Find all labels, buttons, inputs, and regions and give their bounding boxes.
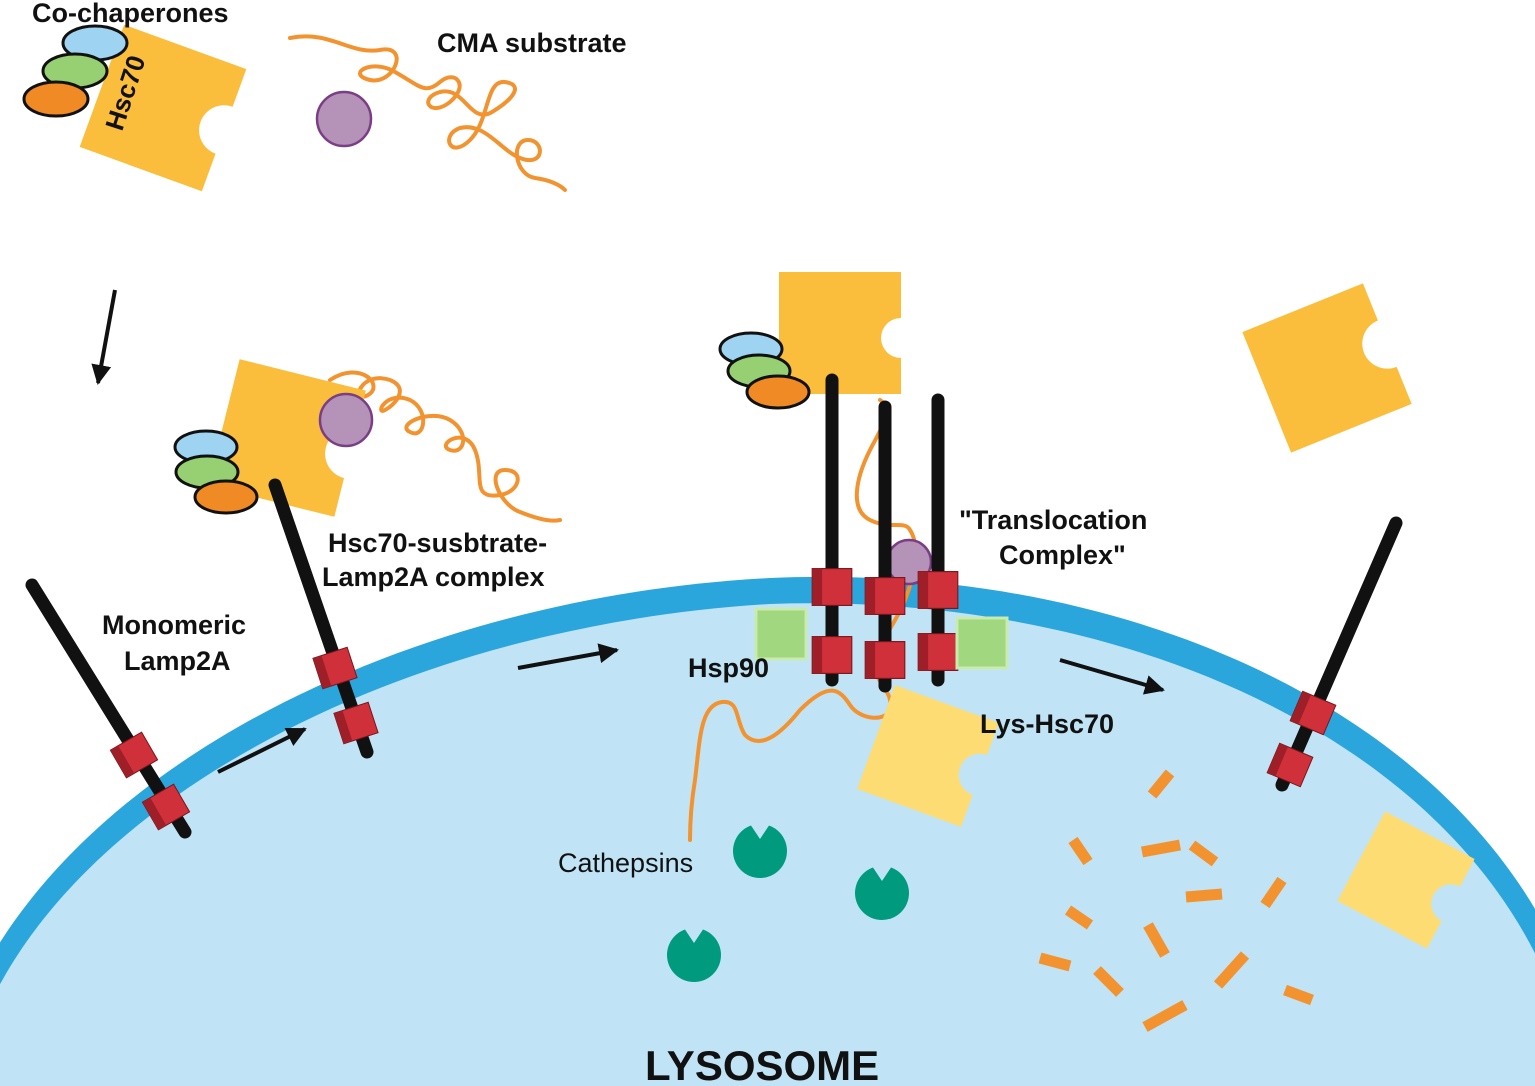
hsc70-substrate-complex [173, 359, 562, 759]
translocation-label-line1: "Translocation [959, 505, 1147, 535]
arrow-1 [217, 727, 307, 774]
arrow-down [91, 289, 117, 385]
cathepsins [667, 824, 909, 982]
co-chaperones-label: Co-chaperones [32, 0, 229, 28]
hsc70-released [1242, 283, 1412, 453]
arrow-2 [517, 643, 619, 670]
translocation-label-line2: Complex" [999, 540, 1126, 570]
lamp2a-recycled [1266, 516, 1403, 792]
hsp90-left [754, 607, 808, 661]
cathepsins-label: Cathepsins [558, 848, 693, 878]
lys-hsc70-label: Lys-Hsc70 [980, 709, 1114, 739]
peptide-fragments [1038, 769, 1314, 1032]
co-chaperones-top [22, 24, 129, 118]
translocation-complex [688, 272, 1009, 842]
complex-label-line1: Hsc70-susbtrate- [328, 528, 547, 558]
monomeric-label-line1: Monomeric [102, 610, 246, 640]
lysosome-label: LYSOSOME [645, 1042, 879, 1086]
monomeric-lamp2a [25, 578, 192, 839]
monomeric-label-line2: Lamp2A [124, 646, 231, 676]
arrow-3 [1059, 658, 1165, 695]
cma-substrate-top [288, 34, 567, 192]
complex-label-line2: Lamp2A complex [322, 562, 545, 592]
hsp90-right [955, 616, 1009, 670]
hsp90-label: Hsp90 [688, 653, 769, 683]
cma-substrate-label: CMA substrate [437, 28, 627, 58]
